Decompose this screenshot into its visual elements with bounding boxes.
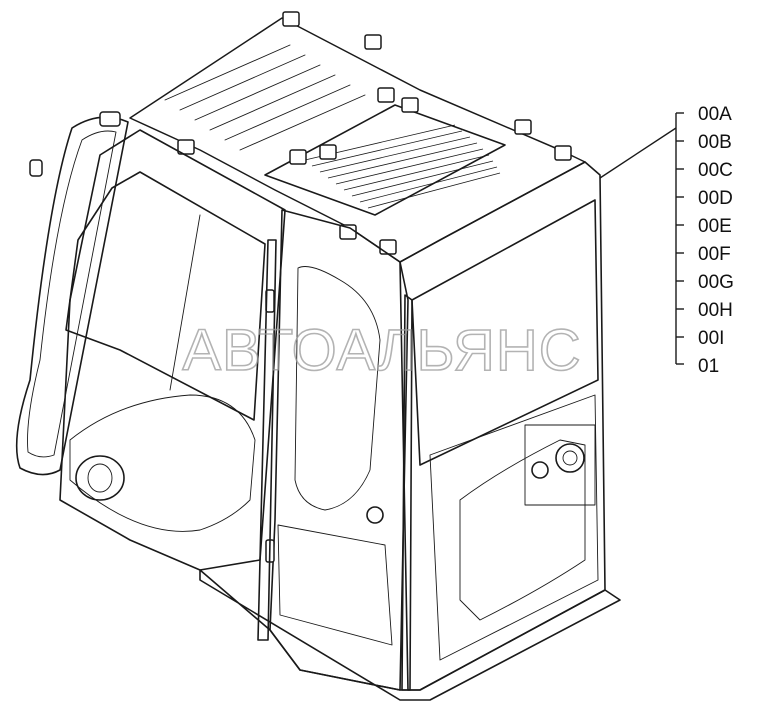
door-hinge-lower xyxy=(29,159,43,177)
part-code: 00H xyxy=(698,300,733,321)
side-door-inner xyxy=(27,130,117,458)
roof-brackets xyxy=(177,11,572,255)
roof-hatch-frame xyxy=(264,104,506,216)
rear-vent xyxy=(555,443,585,473)
rear-interior-panel xyxy=(429,394,599,661)
part-code: 01 xyxy=(698,356,719,377)
main-door-window xyxy=(294,266,381,511)
part-code: 00C xyxy=(698,160,733,181)
cab-assembly-drawing xyxy=(15,11,621,701)
side-door-frame xyxy=(15,116,129,476)
cab-base xyxy=(199,569,621,701)
door-handle-recess xyxy=(75,455,125,501)
rear-interior-recess xyxy=(459,439,586,621)
part-code: 00G xyxy=(698,272,734,293)
part-code: 00E xyxy=(698,216,732,237)
rear-pillar xyxy=(401,294,413,691)
callout-leader xyxy=(599,112,684,365)
door-handle xyxy=(87,463,113,493)
roof-ribs xyxy=(164,44,366,151)
part-code: 00I xyxy=(698,328,724,349)
front-window xyxy=(65,171,266,421)
part-code: 00A xyxy=(698,104,732,125)
rear-vent-inner xyxy=(562,450,578,466)
part-code: 00F xyxy=(698,244,731,265)
part-code: 00D xyxy=(698,188,733,209)
part-code-list: 00A 00B 00C 00D 00E 00F 00G 00H 00I 01 xyxy=(698,104,734,377)
rear-bracket xyxy=(524,424,596,506)
door-lock xyxy=(366,506,384,524)
rear-window xyxy=(411,199,599,466)
door-hinge-upper xyxy=(99,111,121,127)
rear-port xyxy=(531,461,549,479)
main-door-lower-panel xyxy=(277,524,393,646)
part-code: 00B xyxy=(698,132,732,153)
front-pillar xyxy=(257,239,277,641)
lower-front-panel xyxy=(69,394,256,532)
watermark-text: АВТОАЛЬЯНС xyxy=(182,318,581,383)
front-window-divider xyxy=(169,214,201,391)
